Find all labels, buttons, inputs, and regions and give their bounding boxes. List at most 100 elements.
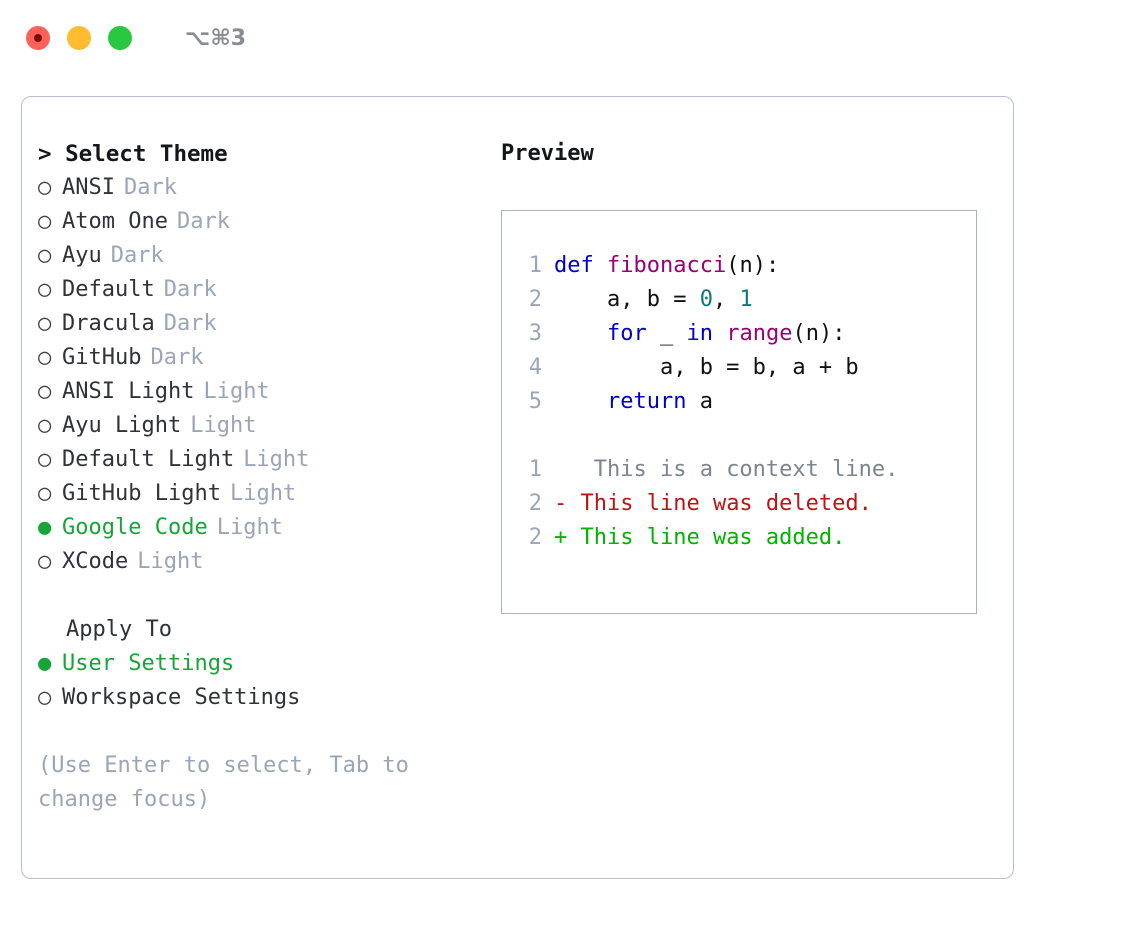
radio-unselected-icon[interactable]: ○ — [38, 481, 52, 506]
line-number: 2 — [528, 491, 542, 516]
diff-text: This line was added. — [567, 525, 846, 550]
theme-variant-tag: Light — [190, 413, 257, 438]
line-number: 4 — [528, 355, 542, 380]
radio-unselected-icon[interactable]: ○ — [38, 413, 52, 438]
code-line: 3 for _ in range(n): — [520, 317, 976, 351]
radio-unselected-icon[interactable]: ○ — [38, 175, 52, 200]
list-spacer — [38, 579, 488, 613]
apply-to-title: Apply To — [66, 617, 172, 642]
theme-name-label: XCode — [62, 549, 129, 574]
apply-to-option[interactable]: ○ Workspace Settings — [38, 681, 488, 715]
apply-to-label: Workspace Settings — [62, 685, 301, 710]
radio-unselected-icon[interactable]: ○ — [38, 345, 52, 370]
theme-variant-tag: Dark — [150, 345, 204, 370]
diff-text: This is a context line. — [567, 457, 899, 482]
radio-selected-icon[interactable]: ● — [38, 515, 52, 540]
code-token: 1 — [739, 287, 753, 312]
radio-unselected-icon[interactable]: ○ — [38, 243, 52, 268]
code-token — [554, 321, 607, 346]
line-number: 2 — [528, 525, 542, 550]
radio-unselected-icon[interactable]: ○ — [38, 549, 52, 574]
diff-text: This line was deleted. — [567, 491, 872, 516]
minimize-button[interactable] — [67, 26, 91, 50]
theme-list-item[interactable]: ○ Ayu Light Light — [38, 409, 488, 443]
radio-unselected-icon[interactable]: ○ — [38, 379, 52, 404]
apply-to-options: ● User Settings ○ Workspace Settings — [38, 647, 488, 715]
code-token: (n): — [726, 253, 780, 278]
code-token: , — [712, 287, 740, 312]
theme-name-label: ANSI Light — [62, 379, 195, 404]
code-token — [554, 389, 607, 414]
code-token: (n): — [792, 321, 846, 346]
diff-line: 1 This is a context line. — [520, 453, 976, 487]
theme-variant-tag: Dark — [110, 243, 164, 268]
theme-name-label: Ayu Light — [62, 413, 182, 438]
code-diff-separator — [520, 419, 976, 453]
diff-line: 2- This line was deleted. — [520, 487, 976, 521]
close-button[interactable] — [26, 26, 50, 50]
theme-name-label: Ayu — [62, 243, 102, 268]
line-number: 5 — [528, 389, 542, 414]
radio-selected-icon[interactable]: ● — [38, 651, 52, 676]
theme-name-label: GitHub Light — [62, 481, 221, 506]
theme-variant-tag: Light — [216, 515, 283, 540]
theme-name-label: GitHub — [62, 345, 142, 370]
code-line: 4 a, b = b, a + b — [520, 351, 976, 385]
diff-marker — [554, 457, 567, 482]
radio-unselected-icon[interactable]: ○ — [38, 685, 52, 710]
code-token: for — [606, 321, 647, 346]
diff-marker: - — [554, 491, 568, 516]
code-token: in — [686, 321, 713, 346]
keyboard-hint-text: (Use Enter to select, Tab to change focu… — [38, 753, 409, 812]
radio-unselected-icon[interactable]: ○ — [38, 447, 52, 472]
theme-name-label: Dracula — [62, 311, 155, 336]
line-number: 2 — [528, 287, 542, 312]
apply-to-option[interactable]: ● User Settings — [38, 647, 488, 681]
theme-name-label: Atom One — [62, 209, 168, 234]
diff-line: 2 + This line was added. — [520, 521, 976, 555]
theme-list-item[interactable]: ○ Dracula Dark — [38, 307, 488, 341]
code-token: range — [726, 321, 793, 346]
theme-variant-tag: Light — [137, 549, 204, 574]
theme-variant-tag: Light — [203, 379, 270, 404]
apply-to-label: User Settings — [62, 651, 235, 676]
theme-list-item[interactable]: ○ GitHub Dark — [38, 341, 488, 375]
theme-variant-tag: Light — [243, 447, 310, 472]
theme-list-item[interactable]: ○ Default Light Light — [38, 443, 488, 477]
radio-unselected-icon[interactable]: ○ — [38, 277, 52, 302]
theme-variant-tag: Dark — [163, 311, 217, 336]
code-token: a — [686, 389, 713, 414]
code-token — [713, 321, 726, 346]
theme-name-label: Default Light — [62, 447, 235, 472]
radio-unselected-icon[interactable]: ○ — [38, 311, 52, 336]
title-bar: ⌥⌘3 — [0, 0, 1140, 76]
code-token: return — [606, 389, 687, 414]
code-line: 2 a, b = 0, 1 — [520, 283, 976, 317]
theme-list-item[interactable]: ○ ANSI Light Light — [38, 375, 488, 409]
theme-list-item[interactable]: ○ XCode Light — [38, 545, 488, 579]
theme-list-item[interactable]: ○ Ayu Dark — [38, 239, 488, 273]
diff-marker: + — [554, 525, 568, 550]
code-token: _ — [646, 321, 687, 346]
code-token: a, b = — [554, 287, 700, 312]
code-line: 5 return a — [520, 385, 976, 419]
theme-name-label: ANSI — [62, 175, 115, 200]
code-token: 0 — [699, 287, 713, 312]
maximize-button[interactable] — [108, 26, 132, 50]
theme-variant-tag: Dark — [163, 277, 217, 302]
code-token: def — [554, 253, 607, 278]
page-title: > Select Theme — [38, 141, 228, 167]
radio-unselected-icon[interactable]: ○ — [38, 209, 52, 234]
keyboard-shortcut-label: ⌥⌘3 — [185, 25, 247, 51]
line-number: 1 — [528, 253, 542, 278]
